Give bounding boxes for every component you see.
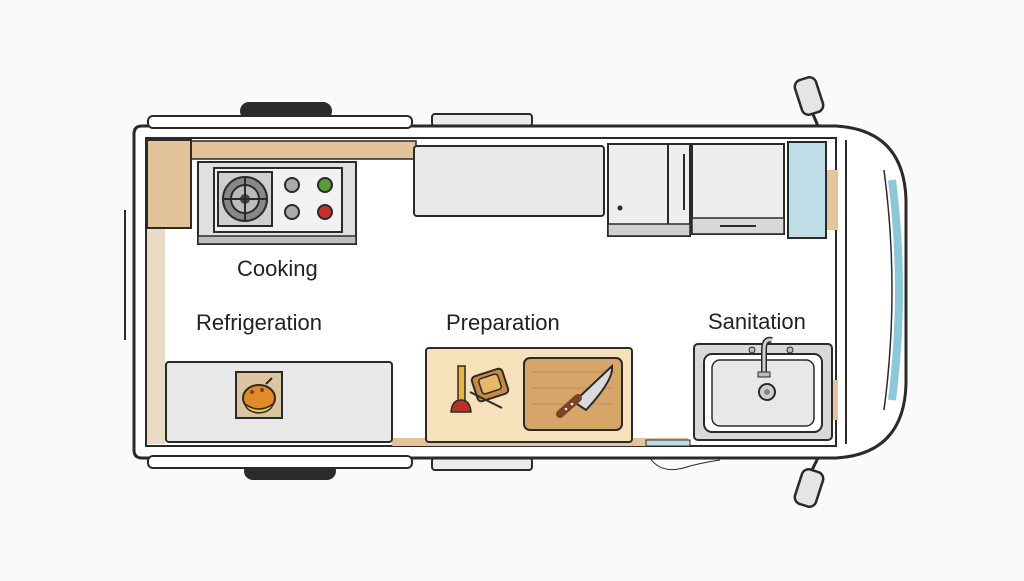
label-sanitation: Sanitation: [708, 309, 806, 334]
knife-icon: [556, 363, 614, 418]
faucet-icon: [748, 336, 794, 378]
bread-icon: [469, 367, 510, 409]
windshield-edge: [883, 169, 893, 411]
cabinet-unit: [607, 143, 691, 237]
sink-icon: [693, 343, 833, 441]
rear-wood-panel: [146, 139, 192, 229]
door-step: [645, 439, 691, 447]
plunger-icon: [450, 365, 472, 413]
roof-rail-bottom: [431, 457, 533, 471]
label-cooking: Cooking: [237, 256, 318, 281]
windshield: [888, 179, 903, 401]
label-preparation: Preparation: [446, 310, 560, 335]
mirror-top: [793, 76, 825, 127]
food-icon: [235, 371, 283, 419]
door-swing: [649, 457, 721, 471]
stove-icon: [197, 161, 357, 245]
cabinet-drawer: [691, 143, 785, 235]
wood-trim-left: [147, 228, 165, 444]
wheel-arch-bottom: [147, 455, 413, 469]
window-side: [787, 141, 827, 239]
cutting-board: [523, 357, 623, 431]
wood-trim-top: [189, 140, 417, 160]
roof-rail-top: [431, 113, 533, 127]
counter-top: [413, 145, 605, 217]
label-refrigeration: Refrigeration: [196, 310, 322, 335]
mirror-bottom: [793, 457, 825, 508]
cab-wood-strip: [826, 170, 838, 230]
wheel-arch-top: [147, 115, 413, 129]
